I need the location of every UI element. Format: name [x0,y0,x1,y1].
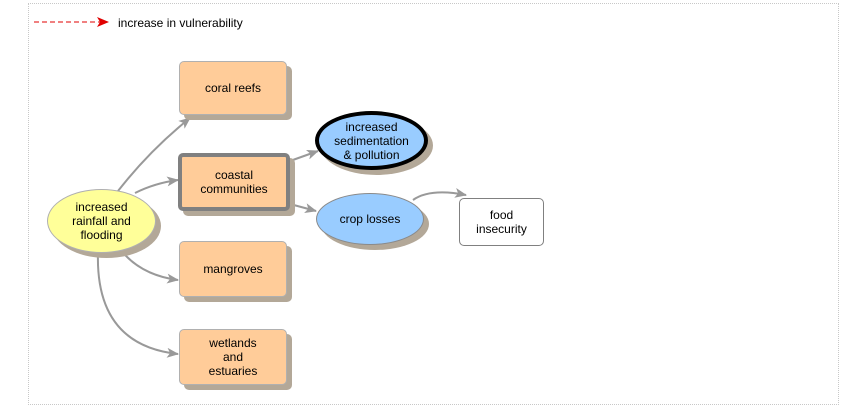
edge-rainfall-coral [117,117,191,192]
node-crop-losses[interactable]: crop losses [316,193,424,245]
edge-rainfall-mangroves [119,248,179,284]
node-sedimentation-pollution[interactable]: increased sedimentation & pollution [315,111,428,170]
edge-crop-food [412,187,467,201]
node-food-insecurity[interactable]: food insecurity [459,198,544,246]
edge-rainfall-coastal [134,176,179,194]
node-increased-rainfall[interactable]: increased rainfall and flooding [47,189,156,253]
node-coral-reefs[interactable]: coral reefs [179,61,287,115]
legend-label: increase in vulnerability [118,16,243,30]
node-mangroves[interactable]: mangroves [179,241,287,297]
edge-coastal-crop [289,203,317,213]
diagram-canvas [28,3,839,405]
edge-coastal-sedimentation [289,149,319,162]
node-coastal-communities[interactable]: coastal communities [178,153,290,211]
node-wetlands-estuaries[interactable]: wetlands and estuaries [179,329,287,385]
edge-rainfall-wetlands [96,251,179,358]
